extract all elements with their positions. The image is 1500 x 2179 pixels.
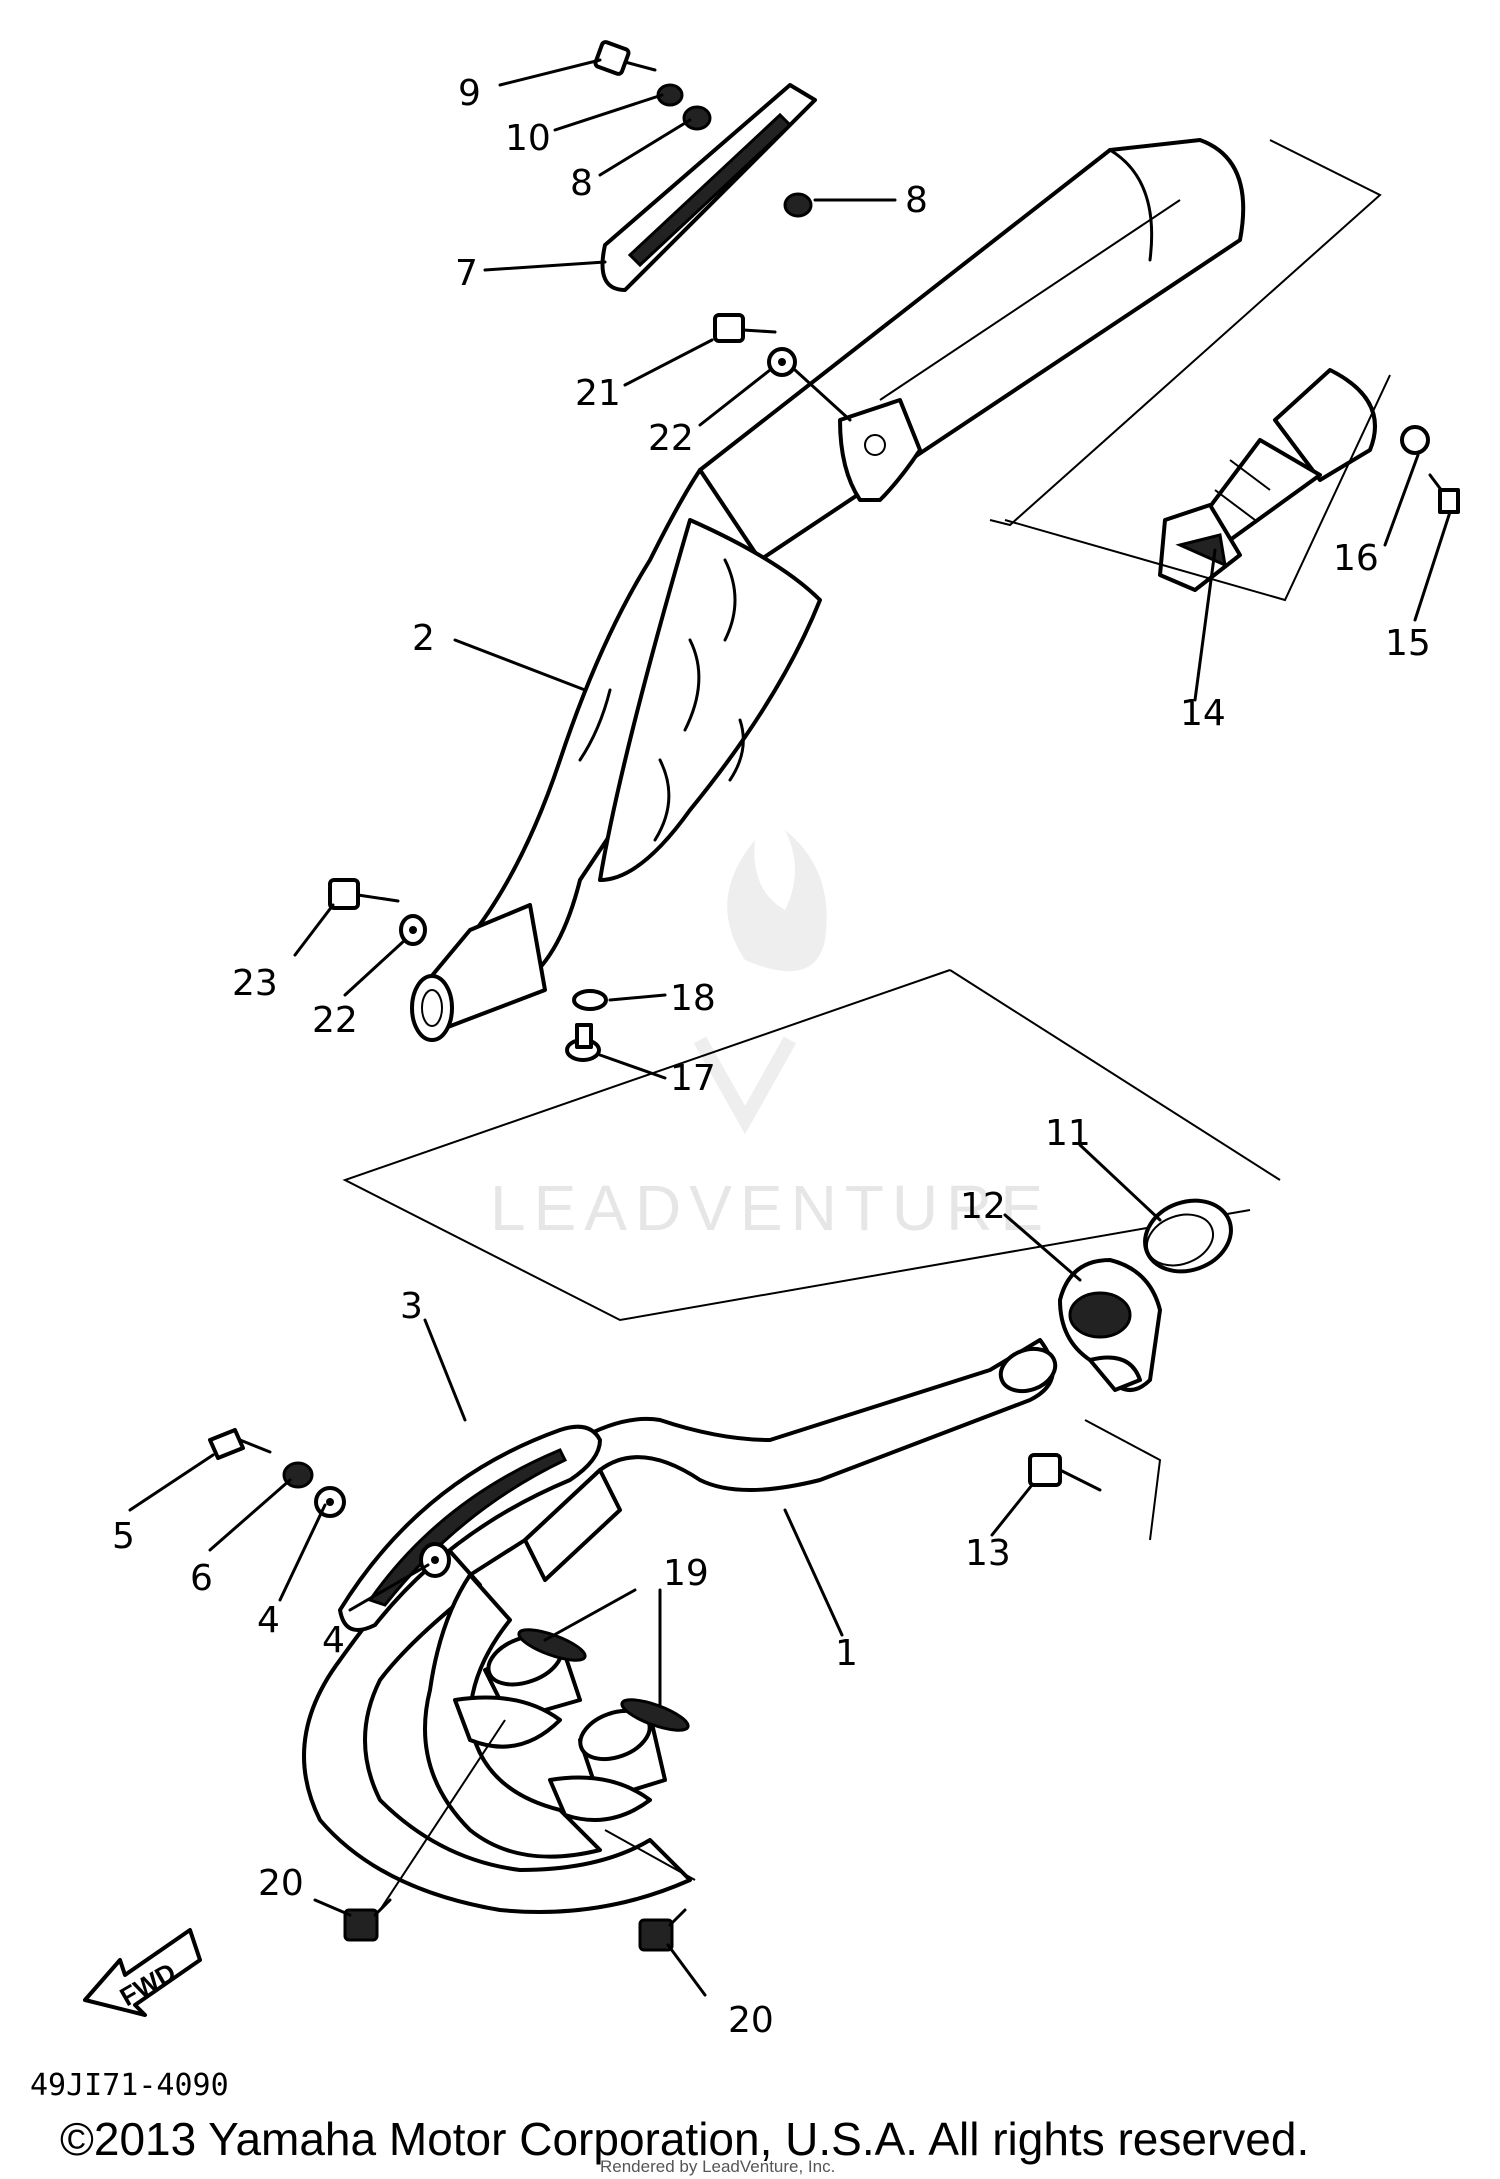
- assembly-outlines: [342, 139, 1391, 1541]
- callout-17: 17: [670, 1058, 716, 1099]
- callout-20-right: 20: [728, 2000, 774, 2041]
- callout-15: 15: [1385, 623, 1431, 664]
- callout-4-right: 4: [322, 1620, 345, 1661]
- forward-direction-arrow: FWD: [83, 1928, 202, 2017]
- spark-arrester: [1158, 368, 1460, 592]
- watermark-text: LEADVENTURE: [490, 1172, 1051, 1244]
- callout-1: 1: [835, 1633, 858, 1674]
- heat-protector-7: [600, 83, 817, 292]
- callout-20-left: 20: [258, 1863, 304, 1904]
- callout-7: 7: [455, 253, 478, 294]
- callout-23: 23: [232, 963, 278, 1004]
- lower-fasteners: [208, 1428, 690, 1952]
- joint-parts: [1028, 1198, 1233, 1492]
- callout-6: 6: [190, 1558, 213, 1599]
- callout-12: 12: [960, 1186, 1006, 1227]
- callout-18: 18: [670, 978, 716, 1019]
- callout-13: 13: [965, 1533, 1011, 1574]
- callout-3: 3: [400, 1286, 423, 1327]
- muffler: [410, 138, 1246, 1042]
- leader-lines: [128, 58, 1452, 1997]
- callout-8-upper: 8: [570, 163, 593, 204]
- upper-fasteners: [328, 40, 813, 1062]
- callout-8-right: 8: [905, 180, 928, 221]
- copyright-notice: ©2013 Yamaha Motor Corporation, U.S.A. A…: [60, 2113, 1309, 2165]
- callout-22-upper: 22: [648, 418, 694, 459]
- exhaust-pipe: [302, 1338, 1058, 1914]
- rendered-by-notice: Rendered by LeadVenture, Inc.: [600, 2157, 835, 2176]
- callout-11: 11: [1045, 1113, 1091, 1154]
- callout-9: 9: [458, 73, 481, 114]
- callout-21: 21: [575, 373, 621, 414]
- callout-2: 2: [412, 618, 435, 659]
- callout-10: 10: [505, 118, 551, 159]
- drawing-code: 49JI71-4090: [30, 2068, 229, 2103]
- callout-16: 16: [1333, 538, 1379, 579]
- callout-14: 14: [1180, 693, 1226, 734]
- callout-22-lower: 22: [312, 1000, 358, 1041]
- callout-labels: 9 10 8 8 7 21 22 2 16 15 14 23 22 18 17 …: [112, 73, 1431, 2041]
- callout-4-left: 4: [257, 1600, 280, 1641]
- callout-19: 19: [663, 1553, 709, 1594]
- callout-5: 5: [112, 1516, 135, 1557]
- leadventure-watermark: LEADVENTURE: [490, 830, 1051, 1244]
